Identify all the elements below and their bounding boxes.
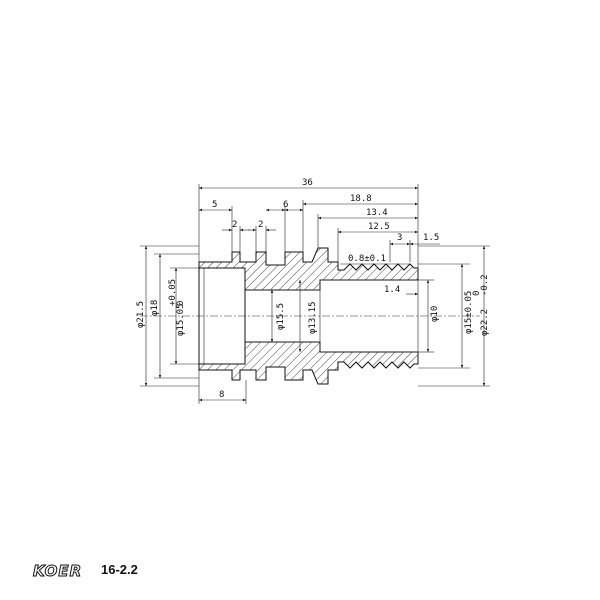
dim-total-length: 36 (302, 178, 313, 188)
model-number: 16-2.2 (101, 562, 138, 577)
dim-18-8: 18.8 (350, 194, 372, 204)
dia-15-05: φ15.05 (176, 303, 186, 336)
dimension-lines (144, 186, 486, 402)
dim-1-4: 1.4 (384, 285, 400, 295)
dim-2b: 2 (258, 220, 263, 230)
dim-1-5: 1.5 (423, 233, 439, 243)
dia-22-2-tol-lower: -0.2 (480, 274, 490, 296)
dim-6: 6 (283, 200, 288, 210)
dia-21-5: φ21.5 (136, 301, 146, 328)
dim-3: 3 (397, 233, 402, 243)
dia-10: φ10 (430, 306, 440, 322)
dia-15-05-tol-upper: +0.05 (168, 279, 178, 306)
dim-5: 5 (212, 200, 217, 210)
dim-8: 8 (219, 390, 224, 400)
dia-22-2-tol-upper: 0 (472, 291, 482, 296)
extension-lines (140, 184, 490, 404)
socket-bore (198, 267, 246, 365)
dia-15-5: φ15.5 (276, 303, 286, 330)
dim-12-5: 12.5 (368, 222, 390, 232)
dim-13-4: 13.4 (366, 208, 388, 218)
dia-18: φ18 (150, 300, 160, 316)
dim-2a: 2 (232, 220, 237, 230)
dia-13-15: φ13.15 (308, 301, 318, 334)
dim-0-8: 0.8±0.1 (348, 254, 386, 264)
lower-wall-section (198, 341, 419, 385)
dia-22-2: φ22.2 (480, 309, 490, 336)
dia-15-05-tol-lower: 0 (176, 301, 186, 306)
dia-15: φ15±0.05 (464, 291, 474, 334)
brand-logo: KOER (32, 562, 83, 581)
